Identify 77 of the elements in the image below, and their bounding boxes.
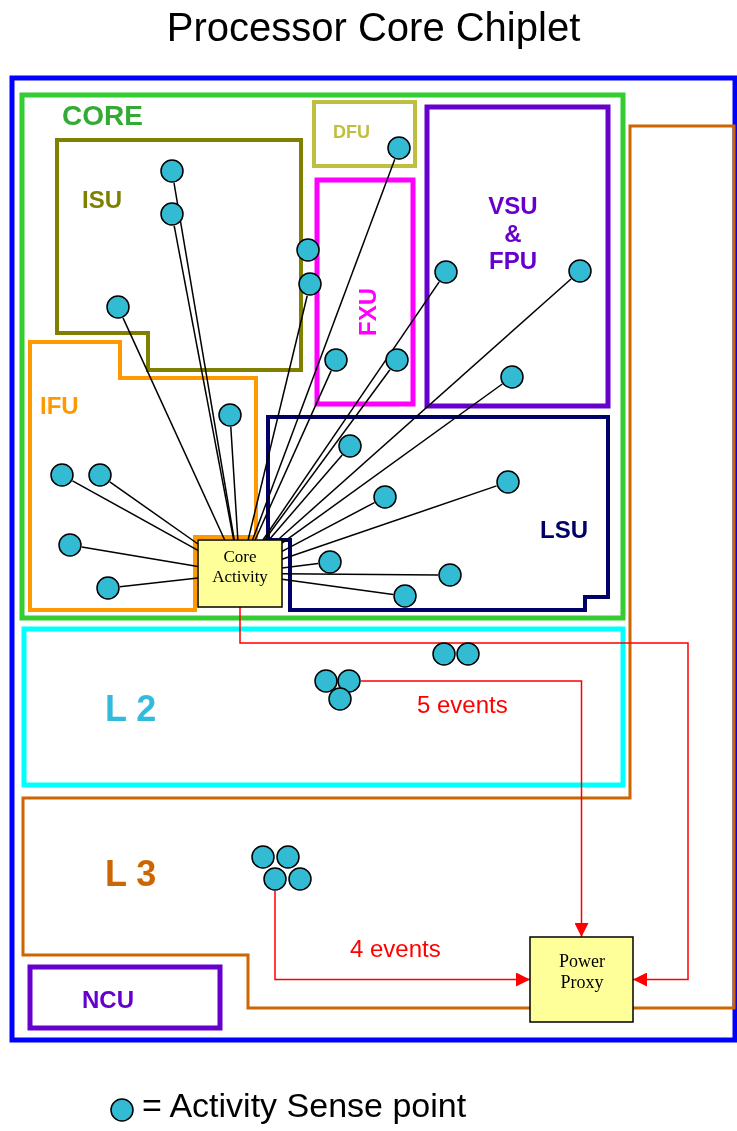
- box-label: Power Proxy: [558, 951, 606, 993]
- sense-point: [373, 485, 397, 509]
- connector-line: [247, 294, 308, 541]
- sense-point: [160, 159, 184, 183]
- logic-box: [198, 540, 282, 607]
- region-label: NCU: [82, 986, 134, 1014]
- logic-box: [530, 937, 633, 1022]
- region-label: LSU: [540, 516, 588, 544]
- sense-point: [263, 867, 287, 891]
- sense-point: [276, 845, 300, 869]
- core-region: [20, 93, 625, 620]
- connector-line: [119, 577, 199, 588]
- signal-arrow: [274, 890, 531, 987]
- sense-point: [438, 563, 462, 587]
- cache-region: [22, 125, 735, 1010]
- unit-region: [312, 100, 417, 168]
- connector-line: [281, 383, 504, 544]
- sense-point: [318, 550, 342, 574]
- sense-point: [314, 669, 338, 693]
- connector-line: [81, 546, 199, 568]
- region-label: IFU: [40, 392, 79, 420]
- sense-point: [288, 867, 312, 891]
- sense-point: [88, 463, 112, 487]
- connector-line: [281, 578, 394, 596]
- sense-point: [393, 584, 417, 608]
- unit-region: [266, 415, 610, 612]
- sense-point: [96, 576, 120, 600]
- sense-point: [296, 238, 320, 262]
- signal-arrow: [239, 606, 689, 987]
- connector-line: [230, 426, 239, 541]
- sense-point: [328, 687, 352, 711]
- connector-line: [254, 370, 332, 541]
- sense-point: [337, 669, 361, 693]
- sense-point: [500, 365, 524, 389]
- connector-line: [281, 501, 376, 553]
- box-label: Core Activity: [211, 547, 269, 587]
- sense-point: [385, 348, 409, 372]
- legend-text: = Activity Sense point: [142, 1086, 467, 1125]
- sense-point: [387, 136, 411, 160]
- region-label: L 3: [105, 853, 157, 895]
- connector-line: [263, 368, 391, 541]
- sense-point: [568, 259, 592, 283]
- sense-point: [58, 533, 82, 557]
- connector-line: [262, 281, 440, 541]
- unit-region: [425, 105, 610, 408]
- sense-point: [496, 470, 520, 494]
- sense-point: [251, 845, 275, 869]
- region-label: VSU & FPU: [487, 192, 539, 275]
- sense-point: [338, 434, 362, 458]
- sense-point: [106, 295, 130, 319]
- sense-point: [432, 642, 456, 666]
- connector-line: [251, 158, 396, 541]
- region-label: L 2: [105, 688, 157, 730]
- region-label: ISU: [82, 186, 122, 214]
- sense-point: [298, 272, 322, 296]
- region-label: FXU: [354, 288, 382, 336]
- region-label: DFU: [333, 122, 370, 143]
- connector-line: [268, 454, 343, 541]
- connector-line: [281, 562, 319, 569]
- sense-point: [50, 463, 74, 487]
- sense-point: [434, 260, 458, 284]
- connector-line: [109, 481, 199, 545]
- unit-region: [315, 178, 415, 406]
- signal-arrow: [360, 680, 589, 938]
- region-label: CORE: [62, 100, 143, 133]
- sense-point: [456, 642, 480, 666]
- connector-line: [276, 278, 572, 541]
- sense-point: [160, 202, 184, 226]
- unit-region: [55, 138, 303, 372]
- chip-title: Processor Core Chiplet: [165, 4, 582, 50]
- sense-point: [324, 348, 348, 372]
- connector-line: [281, 485, 498, 560]
- unit-region: [28, 965, 222, 1030]
- sense-point: [218, 403, 242, 427]
- cache-region: [22, 627, 625, 787]
- connector-line: [71, 480, 199, 552]
- connector-line: [281, 573, 439, 576]
